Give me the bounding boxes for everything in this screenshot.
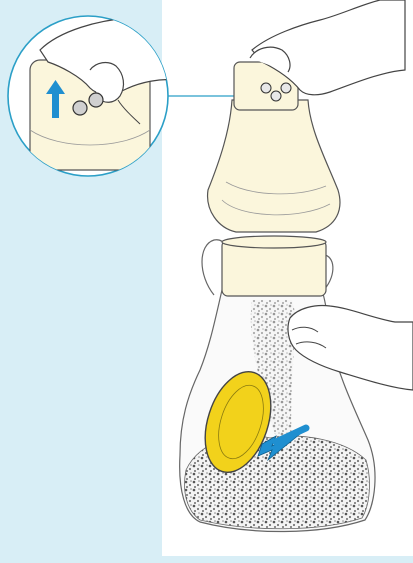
right-hand-fingers	[291, 326, 327, 349]
top-hand-thumb	[249, 46, 291, 73]
magnifier-callout-icon	[7, 15, 169, 177]
falling-dust	[250, 300, 296, 440]
filter-cloth-bag	[207, 99, 341, 233]
bottom-strip	[162, 556, 413, 563]
pointing-arrow-shaft	[272, 424, 310, 446]
container-rim	[221, 235, 327, 249]
filter-inner-ring	[218, 384, 264, 460]
up-arrow-icon	[46, 80, 65, 118]
release-knob-3	[280, 82, 292, 94]
release-knob-2	[270, 90, 282, 102]
yellow-filter-disc	[204, 370, 272, 474]
release-knob-1	[260, 82, 272, 94]
cloth-folds	[221, 181, 331, 216]
top-hand	[251, 0, 406, 96]
right-hand	[287, 304, 413, 391]
